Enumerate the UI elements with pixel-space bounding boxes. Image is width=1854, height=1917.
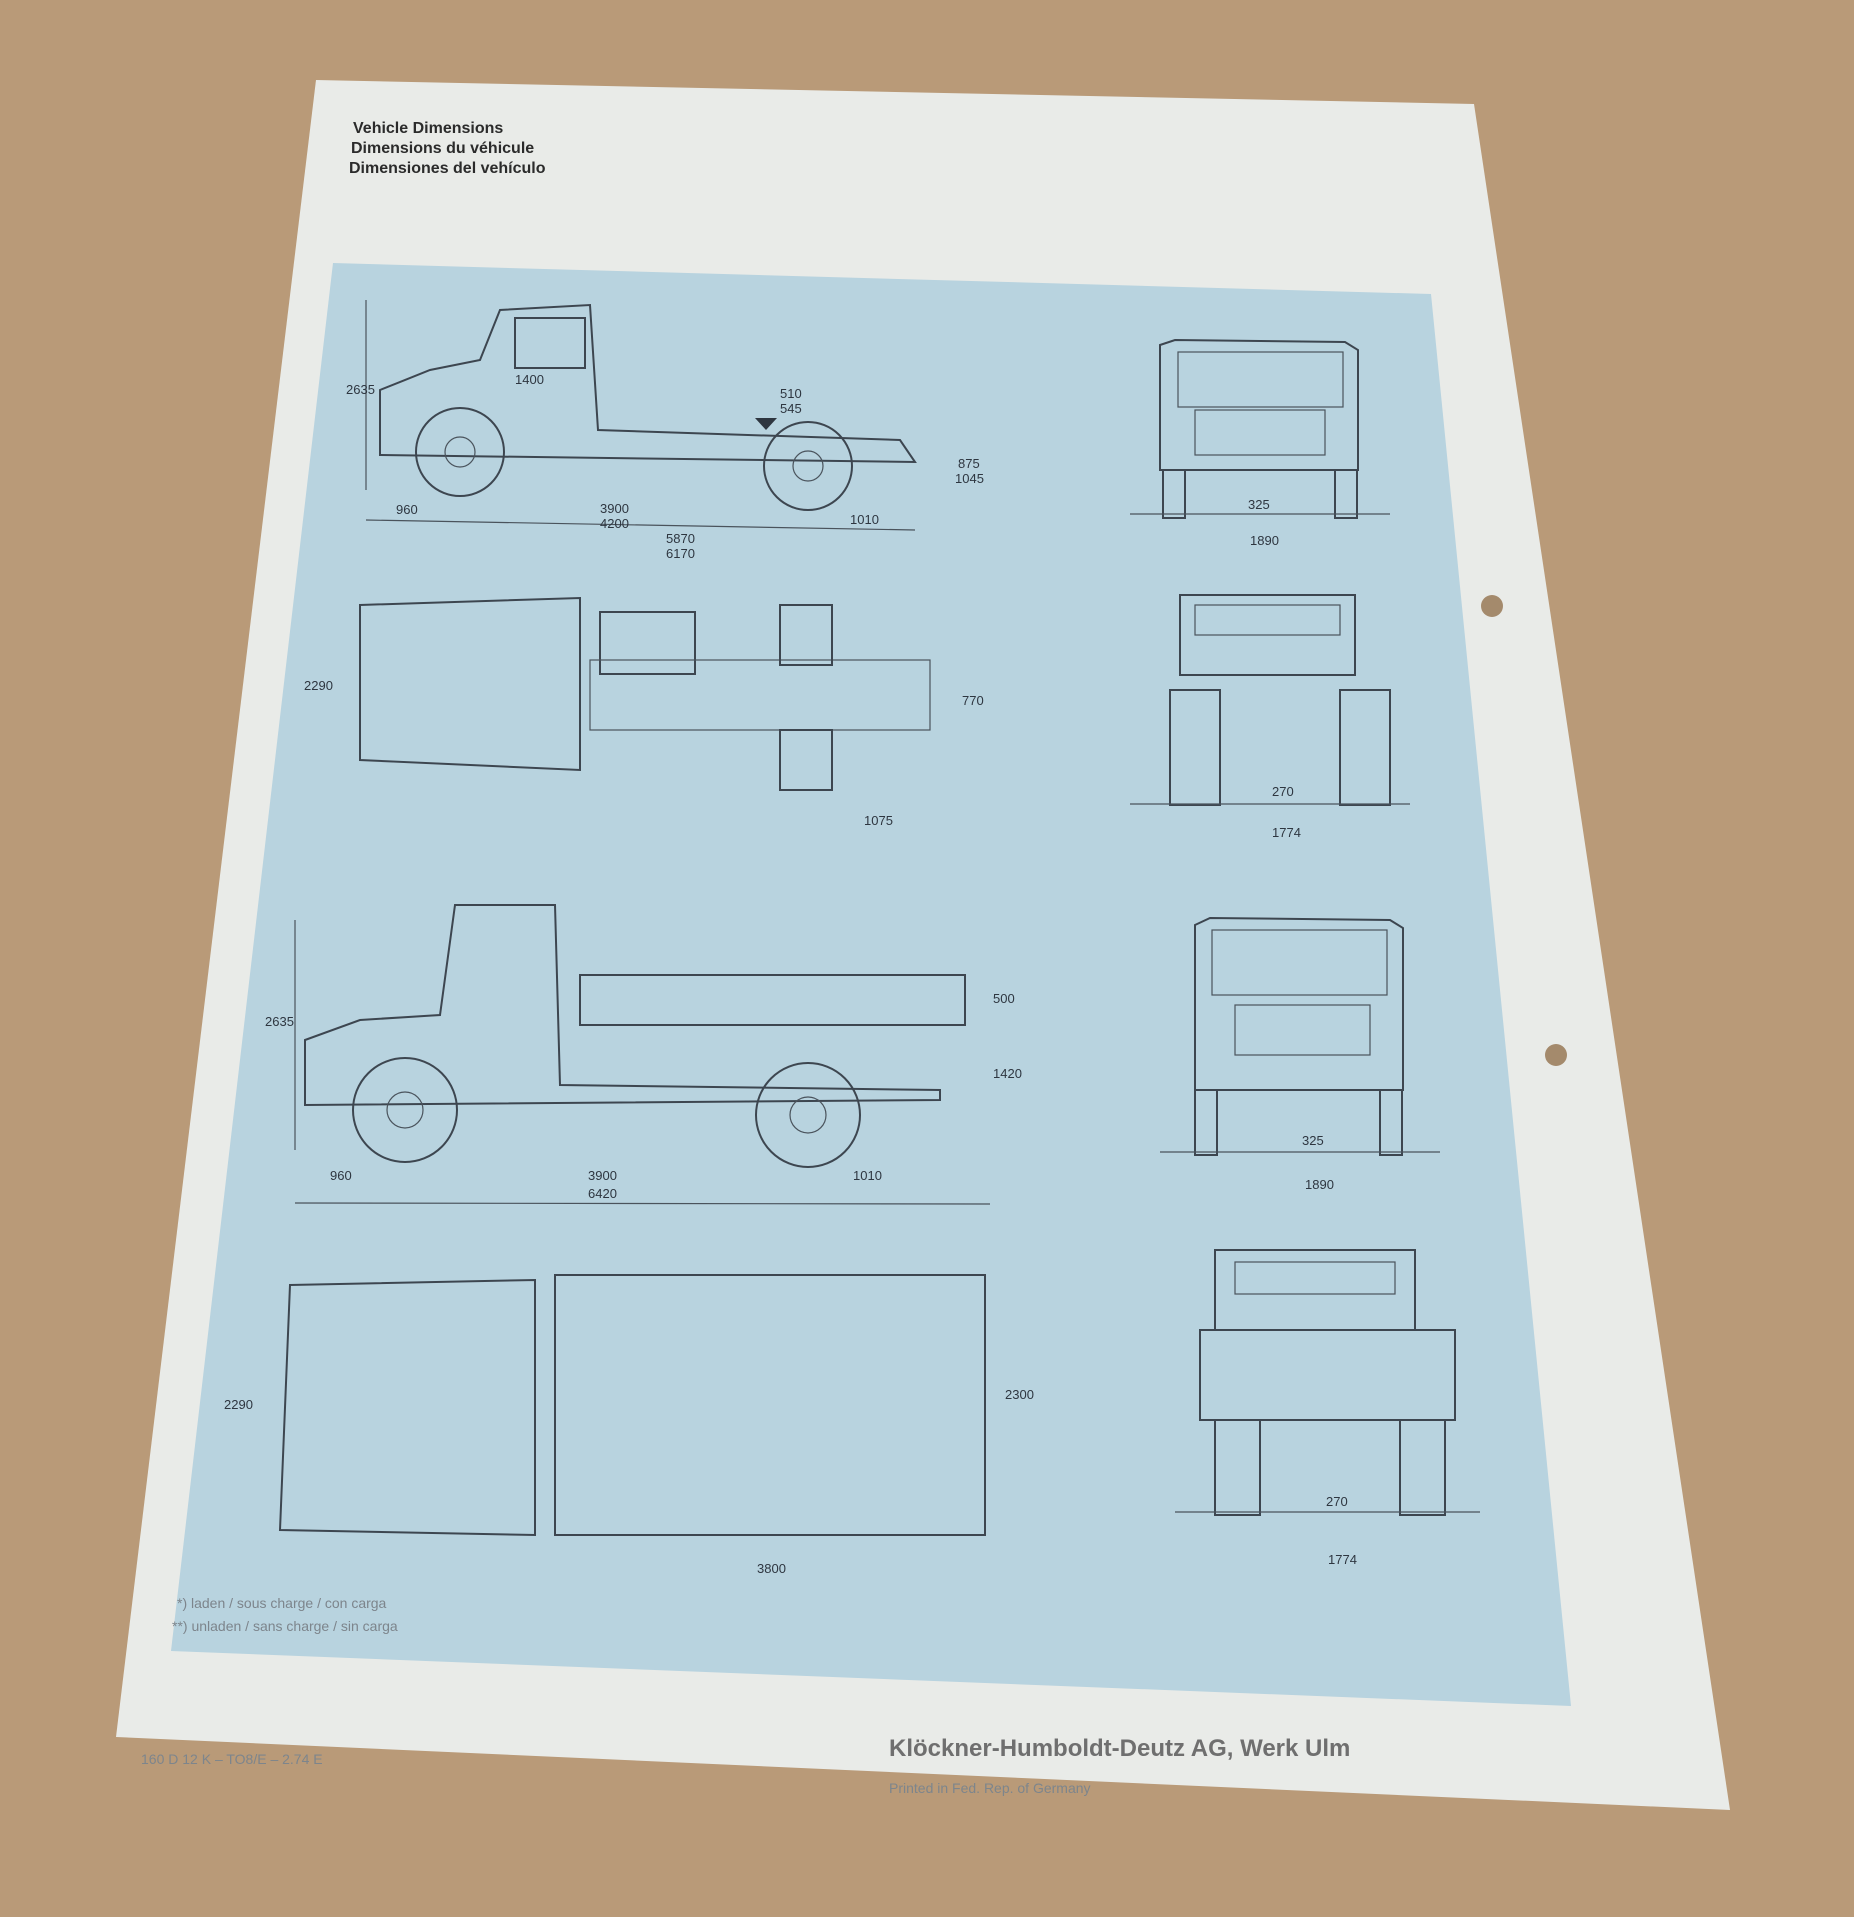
dim-body-width: 2300 — [1005, 1387, 1034, 1402]
dim-ground-clearance: 325 — [1248, 497, 1270, 512]
dim-rear: 1075 — [864, 813, 893, 828]
dim-cab-width: 2290 — [224, 1397, 253, 1412]
chassis-side-view: 2635 1400 510 545 875 1045 960 3900 4200… — [346, 300, 984, 561]
dim-wheelbase-b: 4200 — [600, 516, 629, 531]
dim-length-b: 6170 — [666, 546, 695, 561]
dim-rear-overhang: 1010 — [850, 512, 879, 527]
tipper-front-view: 325 1890 — [1160, 916, 1440, 1192]
dim-height: 2635 — [346, 382, 375, 397]
footnote-laden: *) laden / sous charge / con carga — [177, 1595, 387, 1611]
dim-load-height: 1420 — [993, 1066, 1022, 1081]
dim-wheelbase-a: 3900 — [600, 501, 629, 516]
dim-front-overhang: 960 — [330, 1168, 352, 1183]
company-name: Klöckner-Humboldt-Deutz AG, Werk Ulm — [889, 1735, 1350, 1762]
dim-rear-overhang: 1010 — [853, 1168, 882, 1183]
dim-clearance: 270 — [1326, 1494, 1348, 1509]
footnotes: *) laden / sous charge / con carga **) u… — [172, 1595, 398, 1634]
punch-hole — [1481, 595, 1503, 617]
dim-fifth-a: 510 — [780, 386, 802, 401]
dim-body-height: 500 — [993, 991, 1015, 1006]
title-english: Vehicle Dimensions — [353, 120, 503, 137]
chassis-rear-view: 270 1774 — [1130, 594, 1410, 840]
dim-track: 1890 — [1305, 1177, 1334, 1192]
dim-track: 1774 — [1272, 825, 1301, 840]
printed-in: Printed in Fed. Rep. of Germany — [889, 1780, 1091, 1796]
title-french: Dimensions du véhicule — [351, 140, 534, 157]
dim-ground-clearance: 325 — [1302, 1133, 1324, 1148]
document-code: 160 D 12 K – TO8/E – 2.74 E — [141, 1751, 323, 1767]
tipper-top-view: 2290 2300 3800 — [224, 1274, 1034, 1576]
dim-frame-unladen: 1045 — [955, 471, 984, 486]
dim-frame-width: 770 — [962, 693, 984, 708]
chassis-top-view: 2290 770 1075 — [304, 596, 984, 828]
dim-height: 2635 — [265, 1014, 294, 1029]
dim-length-a: 5870 — [666, 531, 695, 546]
dim-width: 2290 — [304, 678, 333, 693]
dim-wheelbase: 3900 — [588, 1168, 617, 1183]
page-title: Vehicle Dimensions Dimensions du véhicul… — [349, 120, 546, 177]
dim-body-length: 3800 — [757, 1561, 786, 1576]
title-spanish: Dimensiones del vehículo — [349, 160, 546, 177]
tipper-side-view: 2635 500 1420 960 3900 1010 6420 — [265, 904, 1022, 1205]
dim-front-overhang: 960 — [396, 502, 418, 517]
footnote-unladen: **) unladen / sans charge / sin carga — [172, 1618, 398, 1634]
chassis-front-view: 325 1890 — [1130, 338, 1390, 548]
dim-length: 6420 — [588, 1186, 617, 1201]
dim-cab: 1400 — [515, 372, 544, 387]
dim-track: 1890 — [1250, 533, 1279, 548]
tipper-rear-view: 270 1774 — [1175, 1249, 1480, 1567]
dim-clearance: 270 — [1272, 784, 1294, 799]
page-footer: 160 D 12 K – TO8/E – 2.74 E Klöckner-Hum… — [141, 1735, 1350, 1796]
dim-frame-laden: 875 — [958, 456, 980, 471]
dim-track: 1774 — [1328, 1552, 1357, 1567]
dim-fifth-b: 545 — [780, 401, 802, 416]
drawing-panel — [171, 263, 1571, 1706]
punch-hole — [1545, 1044, 1567, 1066]
